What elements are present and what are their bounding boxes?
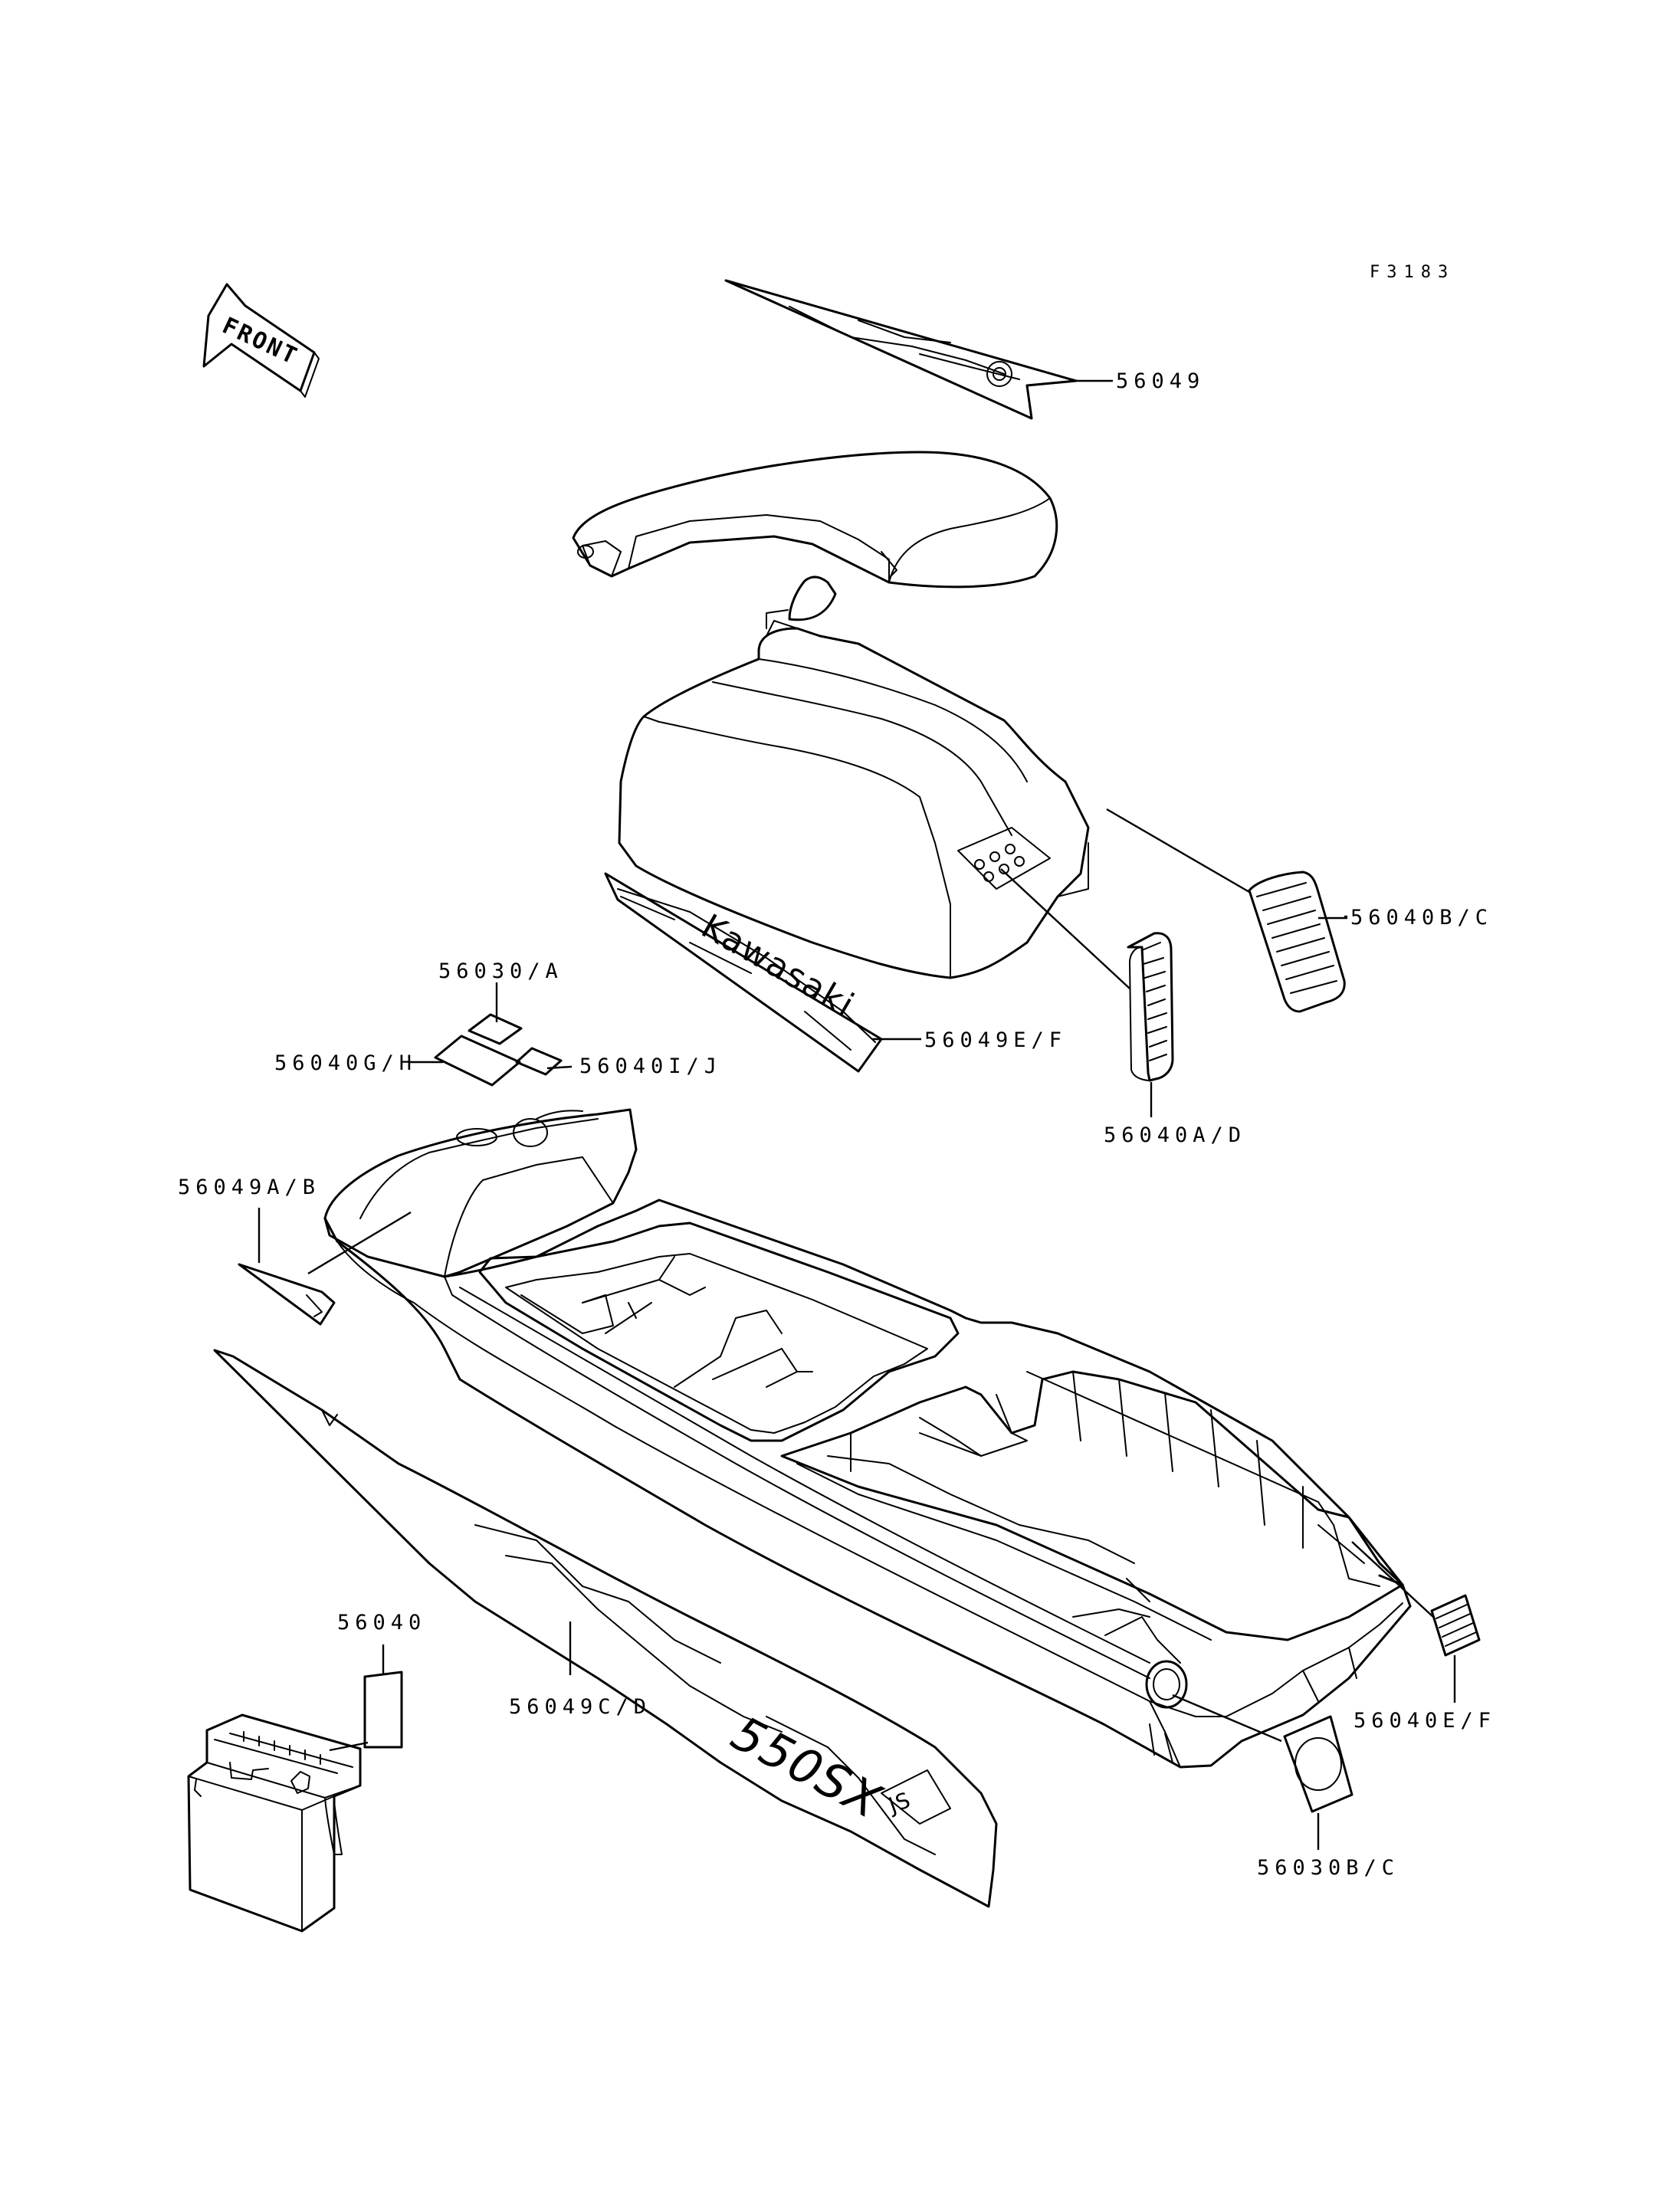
decal-56040ij — [515, 1047, 563, 1076]
deck-decal-56049ab — [238, 1263, 336, 1326]
battery — [187, 1713, 362, 1933]
front-arrow-icon: FRONT — [202, 283, 320, 398]
callout-56040gh: 56040G/H — [274, 1051, 417, 1075]
callout-56049ab: 56049A/B — [178, 1176, 320, 1199]
mat-56040ef — [1430, 1594, 1481, 1657]
callout-56049: 56049 — [1116, 369, 1205, 393]
kawasaki-decal-text: Kawasaki — [695, 907, 861, 1025]
callout-56040ij: 56040I/J — [579, 1054, 722, 1078]
callout-56030bc: 56030B/C — [1257, 1856, 1399, 1880]
decal-56040gh — [434, 1035, 521, 1087]
callout-labels: 56049 56040B/C 56030/A 56049E/F 56040G/H… — [178, 369, 1496, 1880]
seat-decal-56049 — [724, 279, 1078, 420]
seat — [572, 451, 1058, 589]
mat-56040ad — [1127, 932, 1174, 1082]
engine-cover — [618, 575, 1090, 979]
decal-56030a — [468, 1013, 523, 1045]
callout-56040bc: 56040B/C — [1350, 906, 1493, 930]
hull — [323, 1108, 1412, 1769]
callout-56040: 56040 — [337, 1611, 426, 1635]
small-decals — [434, 1013, 563, 1087]
callout-56049ef: 56049E/F — [924, 1028, 1067, 1052]
kawasaki-decal-56049ef: Kawasaki — [604, 872, 883, 1073]
side-decal-56049cd: 550SX JS — [213, 1349, 998, 1908]
battery-label-56040 — [363, 1671, 403, 1749]
plate-56030bc — [1283, 1715, 1354, 1813]
callout-56049cd: 56049C/D — [509, 1695, 651, 1719]
callout-56030a: 56030/A — [438, 959, 563, 983]
mat-56040bc — [1248, 871, 1346, 1013]
callout-56040ad: 56040A/D — [1104, 1123, 1246, 1147]
figure-code: F3183 — [1370, 263, 1455, 282]
badge-decal-text: JS — [884, 1787, 914, 1818]
leader-lines — [258, 379, 1456, 1850]
callout-56040ef: 56040E/F — [1354, 1709, 1496, 1733]
